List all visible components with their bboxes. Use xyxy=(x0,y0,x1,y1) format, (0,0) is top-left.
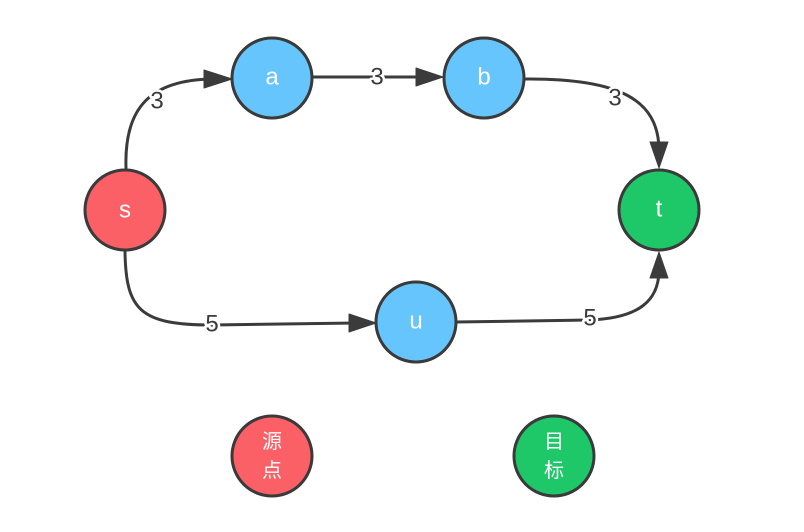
node-b-circle[interactable] xyxy=(442,36,526,120)
legend-target-line2: 标 xyxy=(544,458,564,482)
nodes: s a b u t xyxy=(83,36,701,364)
edge-a-b-weight: 3 xyxy=(370,64,383,91)
node-t[interactable]: t xyxy=(617,168,701,252)
edge-u-t-arrow xyxy=(649,251,669,279)
legend: 源 点 目 标 xyxy=(230,414,596,498)
edge-a-b-arrow xyxy=(415,67,444,87)
edge-u-t-weight: 5 xyxy=(583,305,596,332)
node-u-label: u xyxy=(409,308,422,335)
legend-target: 目 标 xyxy=(512,414,596,498)
edge-s-a: 3 xyxy=(124,69,233,170)
legend-source: 源 点 xyxy=(230,414,314,498)
legend-target-line1: 目 xyxy=(544,429,564,453)
node-a-label: a xyxy=(265,64,279,91)
node-u[interactable]: u xyxy=(374,280,458,364)
edge-u-t-line xyxy=(454,270,661,324)
node-t-circle[interactable] xyxy=(617,168,701,252)
edge-b-t-arrow xyxy=(649,141,669,169)
node-b[interactable]: b xyxy=(442,36,526,120)
edge-b-t-weight: 3 xyxy=(608,85,621,112)
edge-a-b: 3 xyxy=(311,61,444,93)
edge-s-u-arrow xyxy=(348,313,377,333)
node-u-circle[interactable] xyxy=(374,280,458,364)
legend-source-line2: 点 xyxy=(262,458,282,482)
edge-u-t: 5 xyxy=(454,251,669,334)
edge-s-u-weight: 5 xyxy=(205,311,218,338)
edge-s-u: 5 xyxy=(123,250,377,340)
node-s-circle[interactable] xyxy=(83,168,167,252)
legend-source-circle xyxy=(230,414,314,498)
node-s-label: s xyxy=(119,197,131,224)
node-s[interactable]: s xyxy=(83,168,167,252)
edge-b-t: 3 xyxy=(522,77,669,169)
edge-s-u-line xyxy=(123,250,358,327)
node-t-label: t xyxy=(656,196,663,223)
node-b-label: b xyxy=(477,64,490,91)
edges: 3 3 3 5 5 xyxy=(123,61,669,340)
legend-source-line1: 源 xyxy=(262,429,282,453)
edge-s-a-arrow xyxy=(203,69,233,89)
node-a-circle[interactable] xyxy=(230,36,314,120)
edge-s-a-line xyxy=(124,77,214,170)
node-a[interactable]: a xyxy=(230,36,314,120)
edge-b-t-line xyxy=(522,77,661,151)
edge-s-a-weight: 3 xyxy=(150,88,163,115)
legend-target-circle xyxy=(512,414,596,498)
